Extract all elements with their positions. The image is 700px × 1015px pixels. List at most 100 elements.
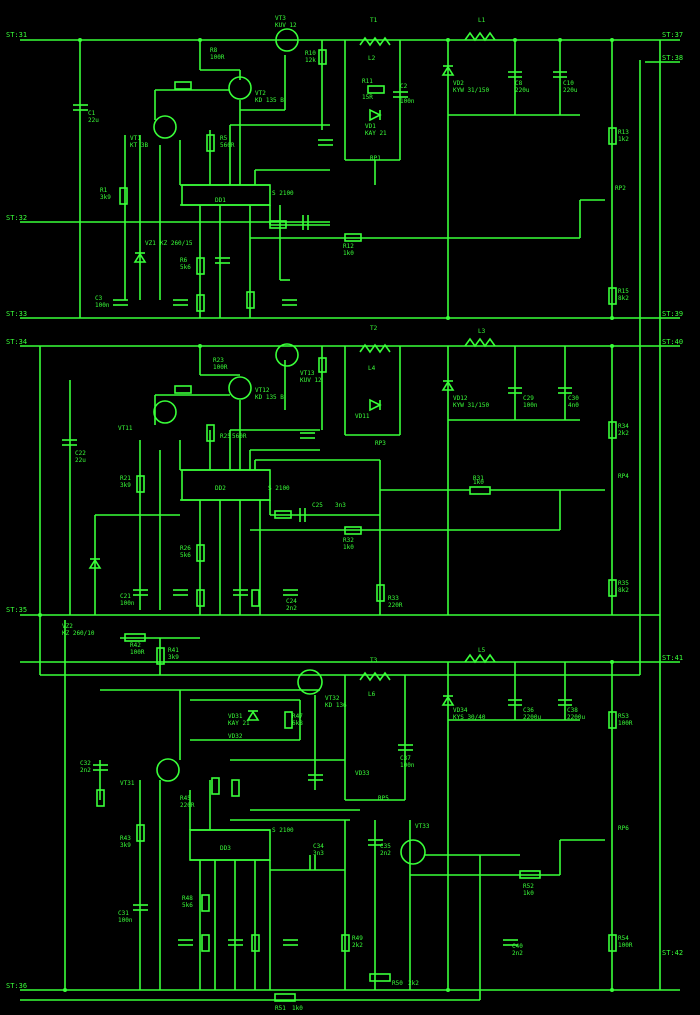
inductor-label: L5 (478, 647, 486, 654)
resistor-value: 100R (618, 720, 633, 727)
bot-stage-labels: VT32 KD 136 VT31 VT33 DD3 S 2100 R42 100… (80, 642, 633, 1012)
diode-value: KZ 260/15 (160, 240, 193, 247)
diode-label: VZ2 (62, 623, 73, 630)
resistor-value: 5k6 (180, 552, 191, 559)
transistor-type: KUV 12 (300, 377, 322, 384)
capacitor-value: 2200u (567, 714, 585, 721)
capacitor-label: C29 (523, 395, 534, 402)
resistor-value: 8k2 (618, 295, 629, 302)
resistor-value: 100R (130, 649, 145, 656)
inductor-label: L3 (478, 328, 486, 335)
resistor-label: R6 (180, 257, 188, 264)
capacitor-label: C38 (567, 707, 578, 714)
resistor-label: R52 (523, 883, 534, 890)
capacitor-value: 220u (515, 87, 530, 94)
resistor-value: 1k0 (473, 479, 484, 486)
inductor-label: T2 (370, 325, 378, 332)
inductor-label: T1 (370, 17, 378, 24)
capacitor-label: C10 (563, 80, 574, 87)
capacitor-label: C34 (313, 843, 324, 850)
ic-label: DD3 (220, 845, 231, 852)
capacitor-value: 100n (400, 762, 415, 769)
power-rails (20, 39, 680, 1001)
resistor-value: 220R (180, 802, 195, 809)
resistor-value: 5k6 (182, 902, 193, 909)
resistor-value: 100R (618, 942, 633, 949)
transistor-label: VT33 (415, 823, 430, 830)
transistor-label: VT3 (275, 15, 286, 22)
inductors (359, 31, 496, 682)
diode-label: VD12 (453, 395, 468, 402)
terminal-label: ST:42 (662, 949, 683, 957)
capacitor-value: 2n2 (512, 950, 523, 957)
resistor-label: R49 (352, 935, 363, 942)
pot-label: RP5 (378, 795, 389, 802)
capacitor-value: 22u (75, 457, 86, 464)
terminal-label: ST:39 (662, 310, 683, 318)
pot-label: RP4 (618, 473, 629, 480)
capacitor-value: 100n (120, 600, 135, 607)
capacitor-value: 100n (523, 402, 538, 409)
resistor-label: R50 (392, 980, 403, 987)
diode-label: VD2 (453, 80, 464, 87)
bot-stage-wiring (99, 637, 605, 1000)
resistor-value: 3k9 (120, 842, 131, 849)
capacitors (62, 71, 572, 946)
ic-label: DD1 (215, 197, 226, 204)
resistor-label: R10 (305, 50, 316, 57)
capacitor-value: 220u (563, 87, 578, 94)
transistor-type: KUV 12 (275, 22, 297, 29)
resistor-value: 1k0 (523, 890, 534, 897)
top-stage-labels: VT3 KUV 12 VT2 KD 135 B VT1 KT 3B DD1 S … (88, 15, 629, 309)
capacitor-label: C21 (120, 593, 131, 600)
resistor-value: 15R (362, 94, 373, 101)
diode-value: KYS 30/40 (453, 714, 486, 721)
resistor-label: R13 (618, 129, 629, 136)
resistor-value: 220R (388, 602, 403, 609)
ic-type: S 2100 (272, 190, 294, 197)
pot-label: RP3 (375, 440, 386, 447)
resistor-label: R23 (213, 357, 224, 364)
diode-label: VD32 (228, 733, 243, 740)
terminal-label: ST:33 (6, 310, 27, 318)
capacitor-label: C2 (400, 83, 408, 90)
ic-label: DD2 (215, 485, 226, 492)
transistor-label: VT1 (130, 135, 141, 142)
inductor-label: L2 (368, 55, 376, 62)
resistor-label: R33 (388, 595, 399, 602)
junctions (38, 38, 614, 992)
diode-label: VZ1 (145, 240, 156, 247)
resistor-label: R51 (275, 1005, 286, 1012)
resistor-value: 12k (305, 57, 316, 64)
transistor-type: KD 135 B (255, 97, 284, 104)
resistor-label: R53 (618, 713, 629, 720)
transistor-label: VT13 (300, 370, 315, 377)
transistor-label: VT12 (255, 387, 270, 394)
resistor-value: 3k9 (100, 194, 111, 201)
inductor-label: T3 (370, 657, 378, 664)
terminal-label: ST:40 (662, 338, 683, 346)
pot-label: RP1 (370, 155, 381, 162)
resistor-value: 560R (232, 433, 247, 440)
resistor-label: R35 (618, 580, 629, 587)
terminal-label: ST:31 (6, 31, 27, 39)
resistor-label: R45 (180, 795, 191, 802)
resistor-label: R5 (220, 135, 228, 142)
diode-value: KAY 21 (228, 720, 250, 727)
capacitor-value: 100n (400, 98, 415, 105)
capacitor-value: 2200u (523, 714, 541, 721)
inductor-label: L4 (368, 365, 376, 372)
capacitor-value: 4n0 (568, 402, 579, 409)
diode-label: VD31 (228, 713, 243, 720)
resistor-label: R8 (210, 47, 218, 54)
resistor-label: R21 (120, 475, 131, 482)
capacitor-value: 100n (95, 302, 110, 309)
capacitor-value: 22u (88, 117, 99, 124)
capacitor-label: C30 (568, 395, 579, 402)
diode-label: VD1 (365, 123, 376, 130)
resistor-value: 560R (220, 142, 235, 149)
transistors (153, 28, 426, 865)
ic-type: S 2100 (268, 485, 290, 492)
capacitor-value: 2n2 (286, 605, 297, 612)
pot-label: RP2 (615, 185, 626, 192)
